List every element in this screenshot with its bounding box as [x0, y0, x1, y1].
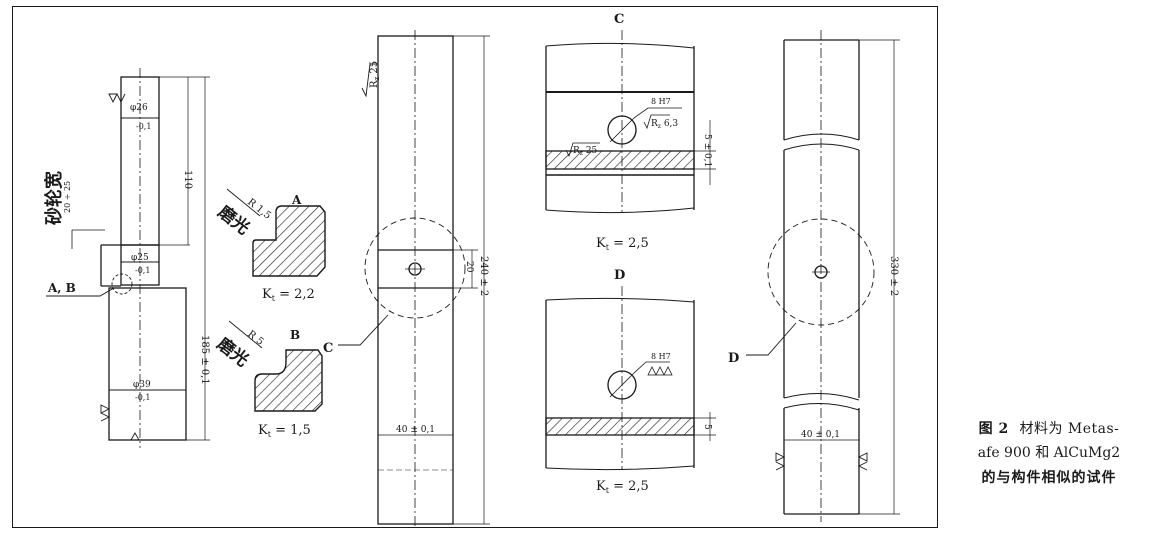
- detail-c-labels: C 8 H7 Rz 6,3 Rz 25 5 ± 0,1 Kt = 2,5: [573, 12, 712, 252]
- figure-caption-line-2: afe 900 和 AlCuMg2: [977, 445, 1121, 461]
- detail-d-labels: D 8 H7 5 Kt = 2,5: [596, 268, 712, 495]
- detail-d-dim-5: 5: [702, 424, 712, 430]
- detail-d-hatched-band: [545, 417, 695, 436]
- figure-number: 图 2: [978, 421, 1009, 437]
- detail-c-hole: [607, 115, 637, 145]
- figure-caption-line-3: 的与构件相似的试件: [981, 470, 1117, 486]
- detail-b-section: [254, 349, 323, 412]
- detail-d-label: D: [614, 268, 625, 283]
- ab-label: A, B: [47, 281, 76, 295]
- specimen-3: [746, 30, 900, 522]
- grind-width-label: 砂轮宽: [43, 171, 65, 225]
- detail-ab-callout-circle: [111, 273, 133, 295]
- specimen-2-labels: Rz 25 20 240 ± 2 40 ± 0,1 C: [323, 61, 489, 435]
- detail-c-hatched-band: [545, 150, 695, 170]
- detail-d-bore: 8 H7: [651, 352, 671, 361]
- detail-c-kt: Kt = 2,5: [596, 236, 649, 252]
- detail-c-roughness-2: Rz 25: [573, 146, 598, 157]
- specimen-2-dim-240: 240 ± 2: [478, 256, 489, 296]
- specimen-1-tol-bot: -0,1: [135, 393, 150, 402]
- specimen-1-dia-top: φ26: [130, 103, 148, 113]
- specimen-2-dim-20: 20: [464, 261, 474, 273]
- specimen-2: [338, 30, 490, 528]
- specimen-1-dia-mid: φ25: [131, 253, 149, 263]
- detail-a-kt: Kt = 2,2: [262, 287, 315, 303]
- specimen-3-dim-40: 40 ± 0,1: [801, 430, 840, 440]
- specimen-3-d-label: D: [728, 351, 739, 366]
- specimen-1-len-110: 110: [182, 170, 193, 189]
- specimen-1-tol-mid: -0,1: [135, 266, 150, 275]
- detail-b: B R 5 磨光 Kt = 1,5: [213, 320, 323, 439]
- specimen-1-tol-top: -0,1: [136, 122, 151, 131]
- detail-a-section: [252, 205, 326, 277]
- figure-caption-line-1: 图 2 材料为 Metas-: [944, 418, 1154, 438]
- detail-d-kt: Kt = 2,5: [596, 479, 649, 495]
- detail-a: A R 1,5 磨光 Kt = 2,2: [214, 188, 326, 303]
- specimen-1-len-185: 185 ± 0,1: [199, 335, 210, 385]
- specimen-3-labels: 330 ± 2 40 ± 0,1 D: [728, 256, 899, 440]
- detail-d: [545, 286, 716, 471]
- specimen-1-labels: φ26 -0,1 φ25 -0,1 φ39 -0,1 110 185 ± 0,1…: [43, 103, 210, 402]
- detail-b-radius: R 5: [245, 329, 265, 348]
- detail-c-dim-5: 5 ± 0,1: [702, 134, 712, 167]
- detail-a-label: A: [291, 193, 302, 207]
- detail-b-label: B: [290, 328, 300, 342]
- detail-a-radius: R 1,5: [245, 197, 273, 222]
- specimen-3-detail-d-circle: [767, 218, 875, 326]
- grind-width-value: 20 ÷ 25: [63, 181, 72, 213]
- detail-c: [545, 30, 716, 214]
- specimen-2-c-label: C: [323, 341, 333, 356]
- detail-c-label: C: [614, 12, 624, 27]
- detail-b-polish: 磨光: [213, 333, 253, 370]
- specimen-2-roughness: Rz 25: [369, 61, 381, 88]
- specimen-3-dim-330: 330 ± 2: [888, 256, 899, 296]
- detail-c-bore: 8 H7: [651, 97, 671, 106]
- specimen-2-dim-40: 40 ± 0,1: [396, 425, 435, 435]
- figure-caption-text-1: 材料为 Metas-: [1019, 421, 1120, 437]
- detail-d-hole: [607, 370, 637, 400]
- specimen-2-plate: [377, 35, 454, 525]
- detail-c-roughness-1: Rz 6,3: [651, 119, 678, 130]
- specimen-1-dia-bot: φ39: [133, 380, 151, 390]
- specimen-1-lower-section: [108, 287, 187, 441]
- specimen-2-detail-c-circle: [364, 217, 466, 319]
- specimen-1: [46, 68, 210, 448]
- drawing-frame: [12, 6, 938, 528]
- detail-b-kt: Kt = 1,5: [258, 423, 311, 439]
